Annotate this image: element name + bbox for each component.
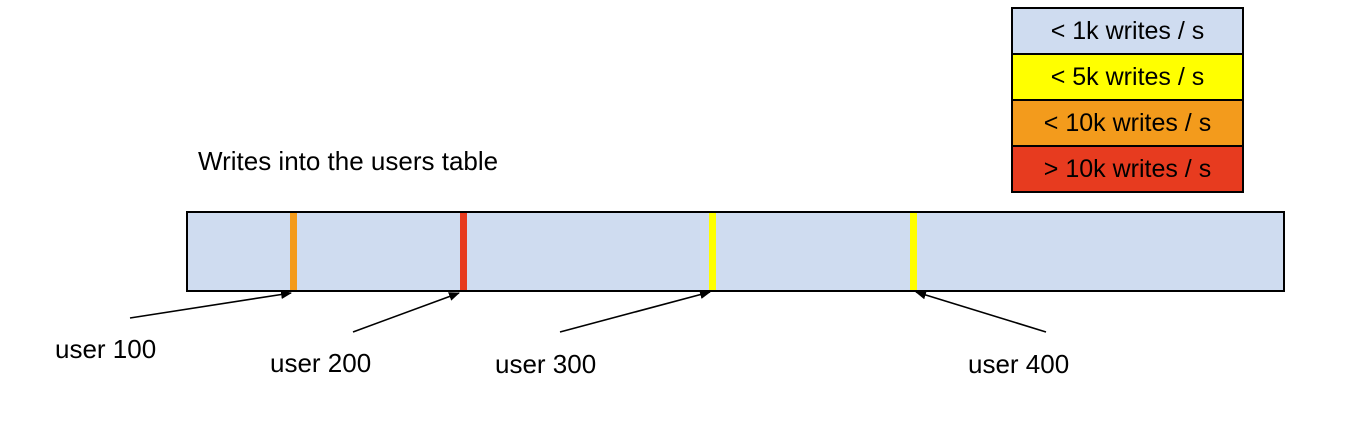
- legend-row-gt-10k: > 10k writes / s: [1011, 145, 1244, 193]
- callout-arrow-user-200: [352, 292, 460, 333]
- users-table-bar: [186, 211, 1285, 292]
- legend-row-lt-1k: < 1k writes / s: [1011, 7, 1244, 55]
- write-hotspot-mark-user-300: [708, 213, 716, 290]
- diagram-title: Writes into the users table: [198, 146, 499, 176]
- write-hotspot-mark-user-100: [289, 213, 297, 290]
- write-hotspot-mark-user-400: [909, 213, 917, 290]
- user-label-user-300: user 300: [495, 349, 597, 379]
- write-rate-legend: < 1k writes / s < 5k writes / s < 10k wr…: [1011, 7, 1244, 193]
- legend-row-lt-5k: < 5k writes / s: [1011, 53, 1244, 101]
- write-hotspot-mark-user-200: [459, 213, 467, 290]
- callout-arrow-user-100: [129, 290, 292, 319]
- user-label-user-100: user 100: [55, 334, 157, 364]
- legend-row-lt-10k: < 10k writes / s: [1011, 99, 1244, 147]
- user-label-user-400: user 400: [968, 349, 1070, 379]
- callout-arrow-user-300: [559, 290, 711, 333]
- user-label-user-200: user 200: [270, 348, 372, 378]
- callout-arrow-user-400: [915, 290, 1047, 333]
